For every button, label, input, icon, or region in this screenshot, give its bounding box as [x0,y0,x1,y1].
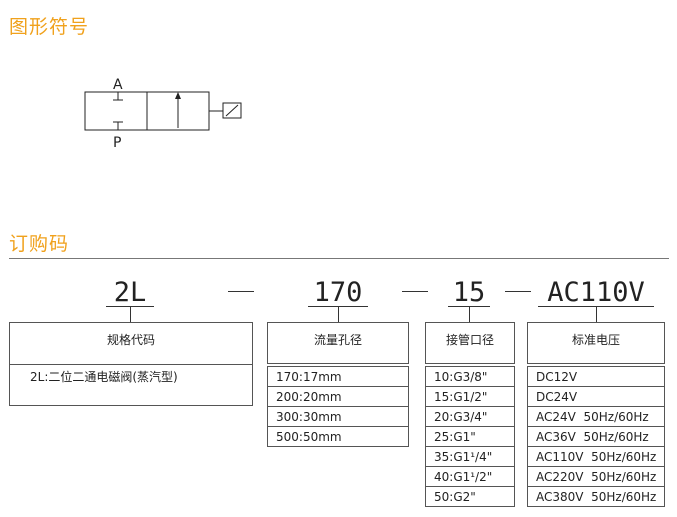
solenoid-icon [222,102,242,119]
spec-code-box: 规格代码 2L:二位二通电磁阀(蒸汽型) [9,322,253,406]
spec-code-header: 规格代码 [106,333,155,347]
port-option: 35:G1¹/4" [425,446,515,467]
port-option: 10:G3/8" [425,366,515,387]
code-separator [402,291,428,292]
symbol-section-title: 图形符号 [9,16,90,38]
voltage-option: DC12V [527,366,665,387]
voltage-option: AC36V 50Hz/60Hz [527,426,665,447]
connector [596,306,597,322]
port-header: 接管口径 [445,333,494,347]
orifice-option: 500:50mm [267,426,409,447]
port-box: 接管口径 [425,322,515,364]
voltage-option: AC380V 50Hz/60Hz [527,486,665,507]
code-port: 15 [452,277,486,308]
port-options-table: 10:G3/8" 15:G1/2" 20:G3/4" 25:G1" 35:G1¹… [425,366,515,507]
orifice-box: 流量孔径 [267,322,409,364]
flow-arrow-icon [175,92,181,99]
connector [130,306,131,322]
voltage-header: 标准电压 [571,333,620,347]
port-option: 25:G1" [425,426,515,447]
port-p-label: P [113,135,122,151]
valve-symbol-diagram [84,91,242,131]
voltage-options-table: DC12V DC24V AC24V 50Hz/60Hz AC36V 50Hz/6… [527,366,665,507]
orifice-header: 流量孔径 [313,333,362,347]
connector [469,306,470,322]
port-option: 20:G3/4" [425,406,515,427]
spec-code-description: 2L:二位二通电磁阀(蒸汽型) [30,370,178,384]
code-separator [228,291,254,292]
connector [338,306,339,322]
voltage-option: DC24V [527,386,665,407]
code-voltage: AC110V [547,277,645,308]
order-section-title: 订购码 [9,233,70,255]
port-option: 50:G2" [425,486,515,507]
section-divider [9,258,669,259]
voltage-option: AC110V 50Hz/60Hz [527,446,665,467]
orifice-options-table: 170:17mm 200:20mm 300:30mm 500:50mm [267,366,409,447]
orifice-option: 200:20mm [267,386,409,407]
valve-closed-block [84,91,148,131]
orifice-option: 170:17mm [267,366,409,387]
code-model: 2L [113,277,147,308]
code-orifice: 170 [313,277,363,308]
voltage-option: AC220V 50Hz/60Hz [527,466,665,487]
voltage-box: 标准电压 [527,322,665,364]
voltage-option: AC24V 50Hz/60Hz [527,406,665,427]
port-a-label: A [113,77,123,93]
code-separator [505,291,531,292]
orifice-option: 300:30mm [267,406,409,427]
port-option: 40:G1¹/2" [425,466,515,487]
port-option: 15:G1/2" [425,386,515,407]
